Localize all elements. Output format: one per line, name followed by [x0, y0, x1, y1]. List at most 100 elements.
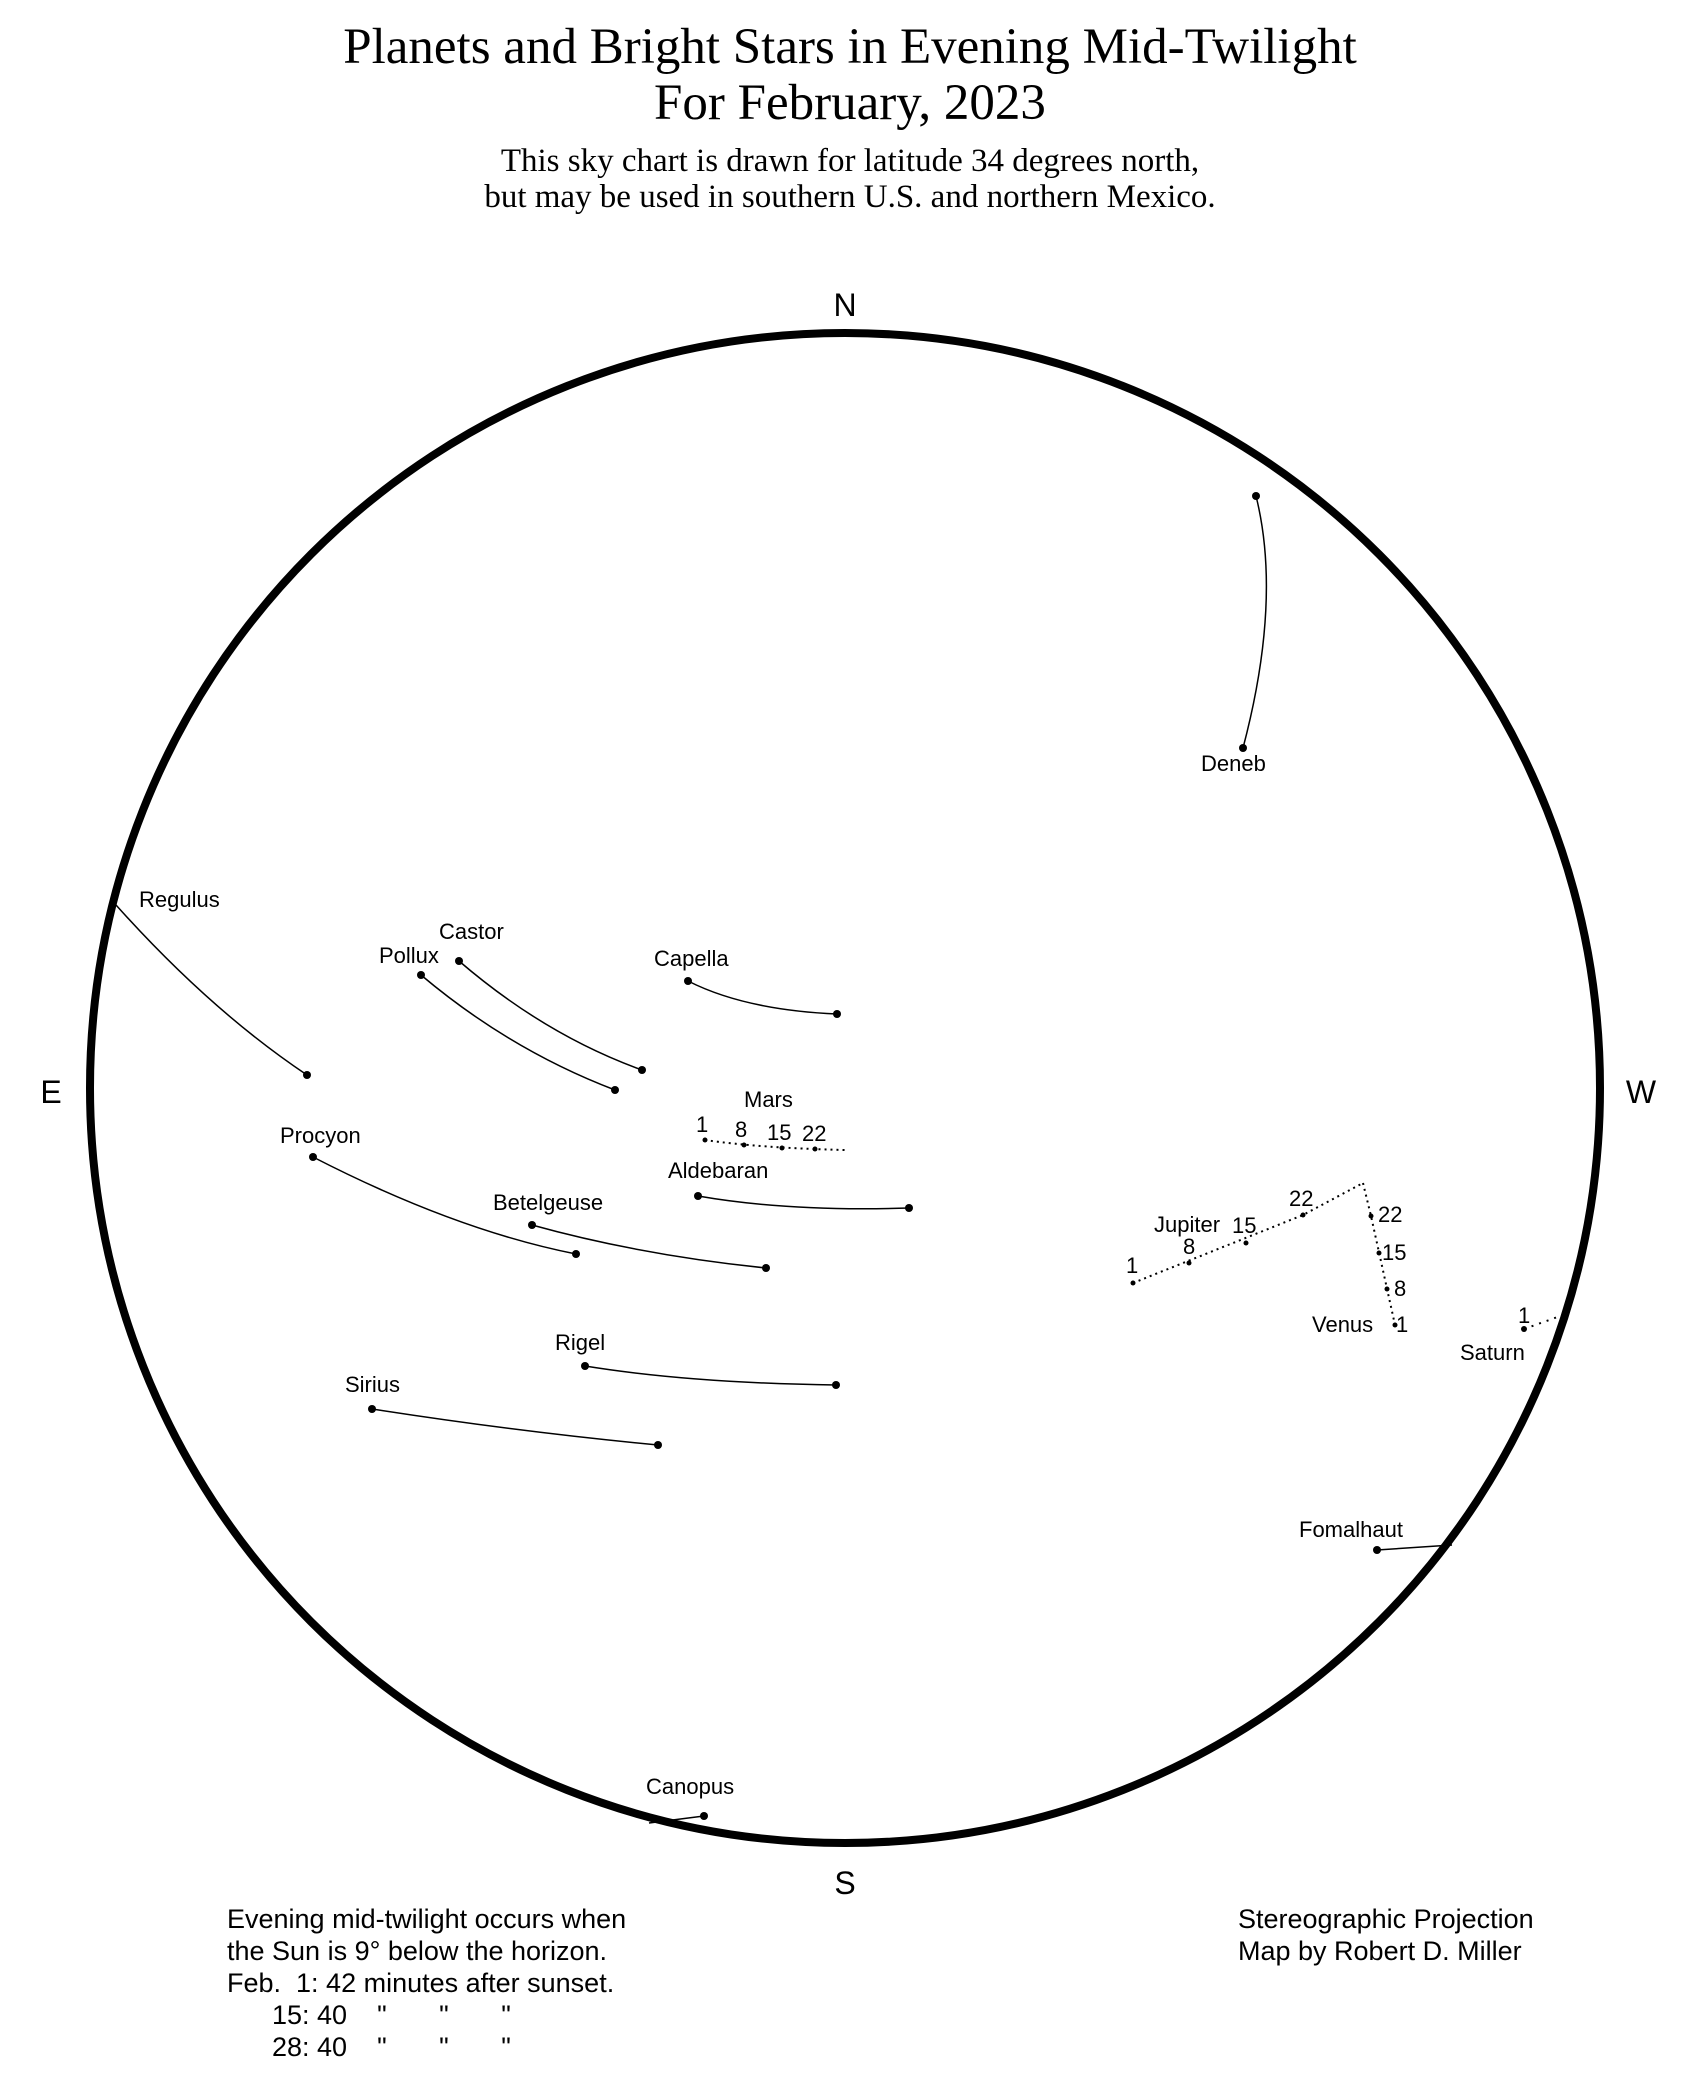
- star-dot: [1252, 492, 1260, 500]
- date-label: 8: [1183, 1234, 1195, 1259]
- star-dot: [455, 957, 463, 965]
- author-credit: Map by Robert D. Miller: [1238, 1936, 1522, 1966]
- star-dot: [572, 1250, 580, 1258]
- twilight-note-line: 15: 40 " " ": [227, 2000, 511, 2030]
- planet-dot: [1186, 1260, 1192, 1266]
- star-label: Sirius: [345, 1372, 400, 1397]
- planet-mars: Mars 1 8 15 22: [696, 1087, 846, 1152]
- star-track: [458, 960, 643, 1071]
- star-aldebaran: Aldebaran: [668, 1158, 913, 1212]
- star-dot: [833, 1010, 841, 1018]
- star-track: [531, 1224, 767, 1269]
- star-track: [371, 1408, 659, 1446]
- star-sirius: Sirius: [345, 1372, 662, 1449]
- star-label: Rigel: [555, 1330, 605, 1355]
- star-label: Capella: [654, 946, 729, 971]
- star-track: [584, 1365, 837, 1386]
- planet-dot: [1392, 1322, 1398, 1328]
- star-dot: [309, 1153, 317, 1161]
- date-label: 15: [767, 1120, 791, 1145]
- star-dot: [700, 1812, 708, 1820]
- planet-dot: [1376, 1250, 1382, 1256]
- planet-label: Venus: [1312, 1312, 1373, 1337]
- direction-north: N: [833, 287, 856, 323]
- star-deneb: Deneb: [1201, 492, 1268, 776]
- star-label: Pollux: [379, 943, 439, 968]
- star-track: [648, 1815, 705, 1824]
- star-dot: [832, 1381, 840, 1389]
- star-betelgeuse: Betelgeuse: [493, 1190, 770, 1272]
- planet-track: [1132, 1182, 1364, 1284]
- star-label: Canopus: [646, 1774, 734, 1799]
- direction-south: S: [834, 1865, 855, 1901]
- planet-dot: [1521, 1326, 1527, 1332]
- planet-label: Jupiter: [1154, 1212, 1220, 1237]
- star-label: Deneb: [1201, 751, 1266, 776]
- horizon-circle: [86, 329, 1604, 1847]
- star-dot: [368, 1405, 376, 1413]
- planet-saturn: Saturn 1: [1460, 1303, 1567, 1365]
- star-dot: [528, 1221, 536, 1229]
- planet-dot: [1130, 1280, 1136, 1286]
- date-label: 22: [1289, 1186, 1313, 1211]
- planet-jupiter: Jupiter 1 8 15 22: [1126, 1182, 1364, 1286]
- star-dot: [638, 1066, 646, 1074]
- star-label: Castor: [439, 919, 504, 944]
- star-dot: [581, 1362, 589, 1370]
- star-dot: [417, 971, 425, 979]
- chart-subtitle-line1: This sky chart is drawn for latitude 34 …: [500, 143, 1200, 179]
- planet-dot: [1300, 1212, 1306, 1218]
- planet-dot: [1243, 1240, 1249, 1246]
- direction-east: E: [40, 1074, 61, 1110]
- date-label: 22: [1378, 1202, 1402, 1227]
- date-label: 1: [696, 1112, 708, 1137]
- planet-dot: [1384, 1286, 1390, 1292]
- date-label: 15: [1382, 1240, 1406, 1265]
- planet-dot: [702, 1137, 708, 1143]
- star-dot: [905, 1204, 913, 1212]
- projection-label: Stereographic Projection: [1238, 1904, 1534, 1934]
- star-track: [312, 1156, 577, 1255]
- twilight-note-line: the Sun is 9° below the horizon.: [227, 1936, 608, 1966]
- star-pollux: Pollux: [379, 943, 619, 1094]
- planet-label: Saturn: [1460, 1340, 1525, 1365]
- star-track: [697, 1195, 910, 1210]
- star-castor: Castor: [439, 919, 646, 1074]
- star-dot: [611, 1086, 619, 1094]
- planet-dot: [812, 1146, 818, 1152]
- planet-dot: [779, 1145, 785, 1151]
- star-capella: Capella: [654, 946, 841, 1018]
- date-label: 8: [1394, 1276, 1406, 1301]
- star-label: Betelgeuse: [493, 1190, 603, 1215]
- date-label: 8: [735, 1117, 747, 1142]
- date-label: 1: [1518, 1303, 1530, 1328]
- star-label: Aldebaran: [668, 1158, 768, 1183]
- planet-label: Mars: [744, 1087, 793, 1112]
- star-rigel: Rigel: [555, 1330, 840, 1389]
- star-track: [1376, 1544, 1453, 1551]
- star-canopus: Canopus: [646, 1774, 734, 1824]
- planet-track: [704, 1139, 846, 1151]
- date-label: 1: [1126, 1253, 1138, 1278]
- star-track: [1242, 495, 1268, 749]
- planet-dot: [741, 1142, 747, 1148]
- chart-title-line2: For February, 2023: [654, 75, 1046, 131]
- twilight-note-line: 28: 40 " " ": [227, 2032, 511, 2062]
- star-procyon: Procyon: [280, 1123, 580, 1258]
- star-regulus: Regulus: [115, 887, 311, 1079]
- twilight-note-line: Evening mid-twilight occurs when: [227, 1904, 627, 1934]
- star-fomalhaut: Fomalhaut: [1299, 1517, 1453, 1554]
- planet-venus: Venus 1 8 15 22: [1312, 1182, 1408, 1337]
- star-label: Regulus: [139, 887, 220, 912]
- star-dot: [1373, 1546, 1381, 1554]
- star-track: [687, 980, 838, 1015]
- star-dot: [694, 1192, 702, 1200]
- date-label: 1: [1396, 1312, 1408, 1337]
- star-track: [115, 904, 308, 1076]
- star-dot: [762, 1264, 770, 1272]
- planet-dot: [1368, 1213, 1374, 1219]
- star-dot: [684, 977, 692, 985]
